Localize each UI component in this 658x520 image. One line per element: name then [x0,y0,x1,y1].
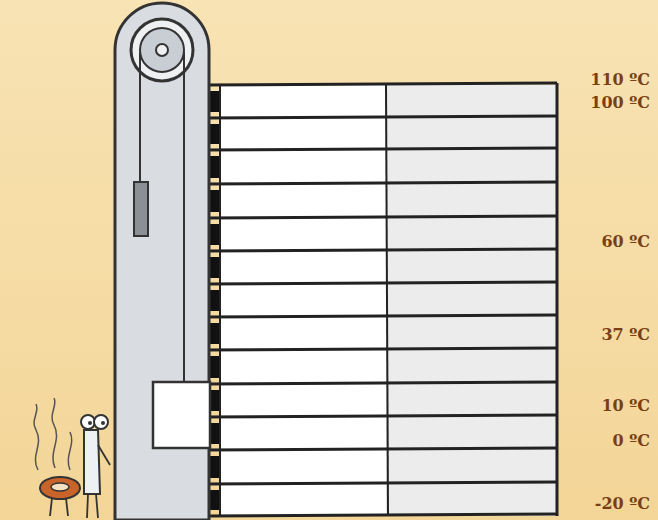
temperature-label: 10 ºC [601,398,650,414]
shelf-line [205,415,557,417]
temperature-label: 0 ºC [613,433,650,449]
cable [139,52,141,182]
pulley-inner [140,28,184,72]
shelf-line [205,448,557,450]
shelf-line [205,216,557,218]
shelf-line [205,348,557,350]
bean-legs [50,498,68,516]
pupil [88,421,92,425]
figure-limbs [87,445,110,518]
shelf-line [205,148,557,150]
shelf-line [205,315,557,317]
elevator-column [115,3,209,520]
shelf-line [205,182,557,184]
figure-eye [94,415,108,429]
shelf-edge [219,85,221,516]
steam [34,398,72,470]
shelf-line [205,382,557,384]
shelf-line [205,83,557,85]
hot-bean [40,477,80,499]
temperature-label: 110 ºC [590,72,650,88]
shelf-edge [556,83,559,516]
elevator-car [153,382,210,448]
shelf-line [205,482,557,484]
shelf-line [205,514,557,516]
shelf-line [205,249,557,251]
shelf-line [205,282,557,284]
column-divider [386,85,388,516]
cable [183,52,185,382]
stick-figure-body [84,430,100,494]
temperature-label: -20 ºC [595,496,650,512]
pulley-axle [156,44,168,56]
shelf-line [205,116,557,118]
shelf-table [205,83,557,516]
figure-eye [81,415,95,429]
bean-face [51,483,69,491]
temperature-label: 60 ºC [601,234,650,250]
temperature-label: 37 ºC [601,327,650,343]
counterweight [134,182,148,236]
temperature-label: 100 ºC [590,95,650,111]
pupil [101,421,105,425]
